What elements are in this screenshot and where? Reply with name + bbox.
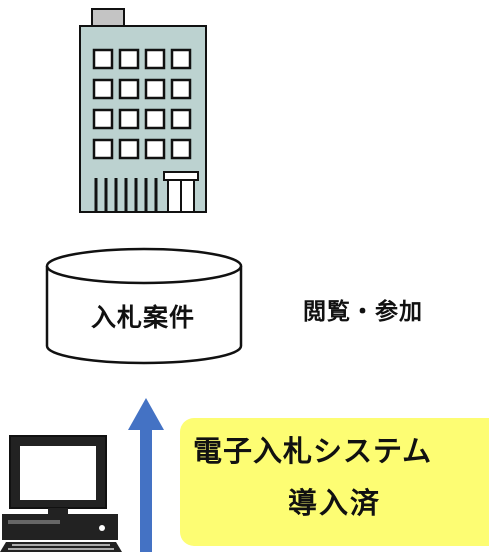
callout-box	[180, 418, 489, 546]
office-building-icon	[79, 8, 207, 213]
database-cylinder-icon	[45, 247, 243, 365]
desktop-computer-icon	[0, 435, 122, 552]
access-label: 閲覧・参加	[303, 299, 423, 325]
callout-line-1: 電子入札システム	[193, 434, 433, 468]
callout-line-2: 導入済	[287, 486, 381, 520]
arrow-up-icon	[128, 398, 164, 552]
database-label: 入札案件	[90, 303, 195, 332]
